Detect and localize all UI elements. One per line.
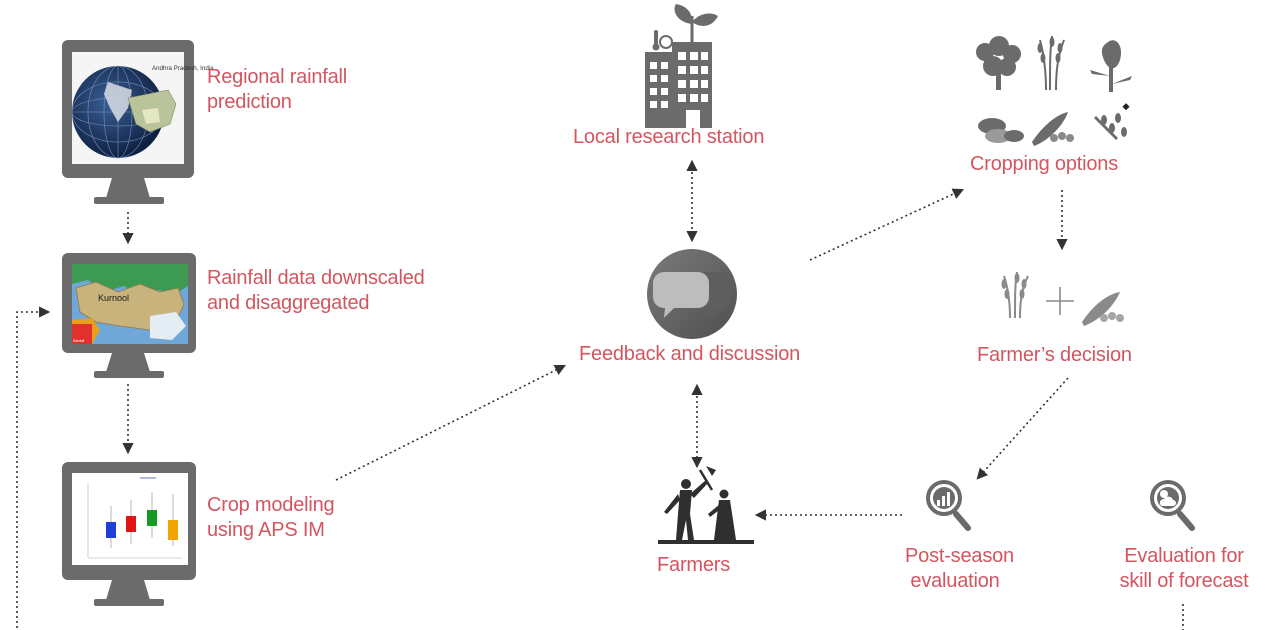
cotton-icon [976, 36, 1021, 90]
post-season-label-line1: Post-season [905, 545, 1014, 567]
boxplot-thumbnail [87, 477, 182, 559]
decision-icons [1001, 271, 1124, 326]
globe-map-thumbnail [72, 65, 177, 159]
forecast-skill-label-line2: skill of forecast [1119, 570, 1249, 592]
feedback-label: Feedback and discussion [579, 343, 801, 365]
connectors [16, 159, 1184, 630]
decision-pulses-icon [1082, 292, 1124, 326]
magnifier-chart-icon [926, 480, 971, 531]
sorghum-icon [1090, 40, 1132, 92]
regional-rainfall-label-line2: prediction [207, 91, 292, 113]
research-building-icon [645, 4, 718, 128]
post-season-label-line2: evaluation [910, 570, 1000, 592]
downscaled-label-line2: and disaggregated [207, 292, 370, 314]
forecast-skill-label: Evaluation for skill of forecast [1104, 544, 1264, 594]
kurnool-map-label: Kurnool [98, 293, 129, 303]
rainfall-legend-caption: Rainfall [73, 339, 85, 343]
arrow-decision-to-evaluation [976, 377, 1069, 480]
thermometer-sun-icon [652, 30, 673, 51]
farmers-label: Farmers [657, 554, 731, 576]
regional-rainfall-label: Regional rainfall prediction [207, 65, 347, 115]
cropping-options-label: Cropping options [970, 153, 1119, 175]
district-map-thumbnail [72, 264, 188, 344]
magnifier-weather-icon [1150, 480, 1195, 531]
monitor-crop-modeling-icon [62, 462, 196, 606]
plus-sign-icon [1046, 287, 1074, 315]
pulses-icon [1032, 112, 1074, 146]
post-season-label: Post-season evaluation [905, 544, 1014, 594]
map-inset-text: Andhra Pradesh, India [152, 65, 214, 72]
pigeonpea-icon [1094, 103, 1130, 140]
downscaled-label: Rainfall data downscaled and disaggregat… [207, 266, 425, 316]
arrow-modeling-to-feedback [335, 364, 567, 481]
monitor-regional-rainfall-icon: Andhra Pradesh, India [62, 40, 214, 204]
wheat-grains [1037, 37, 1063, 63]
arrow-feedback-loop [16, 306, 51, 628]
groundnut-icon [978, 118, 1024, 143]
farmers-decision-label: Farmer’s decision [977, 344, 1132, 366]
research-station-label: Local research station [573, 126, 765, 148]
crop-modeling-label: Crop modeling using APS IM [207, 493, 335, 543]
crop-modeling-label-line2: using APS IM [207, 519, 325, 541]
forecast-skill-label-line1: Evaluation for [1124, 545, 1244, 567]
monitor-downscaled-icon: Kurnool Rainfall [62, 253, 196, 378]
crop-modeling-label-line1: Crop modeling [207, 494, 335, 516]
chat-bubbles-icon [647, 249, 737, 339]
crop-icons-grid [976, 35, 1132, 146]
arrow-feedback-to-options [809, 188, 965, 261]
farmers-silhouette-icon [658, 466, 754, 544]
downscaled-label-line1: Rainfall data downscaled [207, 267, 425, 289]
regional-rainfall-label-line1: Regional rainfall [207, 66, 348, 88]
